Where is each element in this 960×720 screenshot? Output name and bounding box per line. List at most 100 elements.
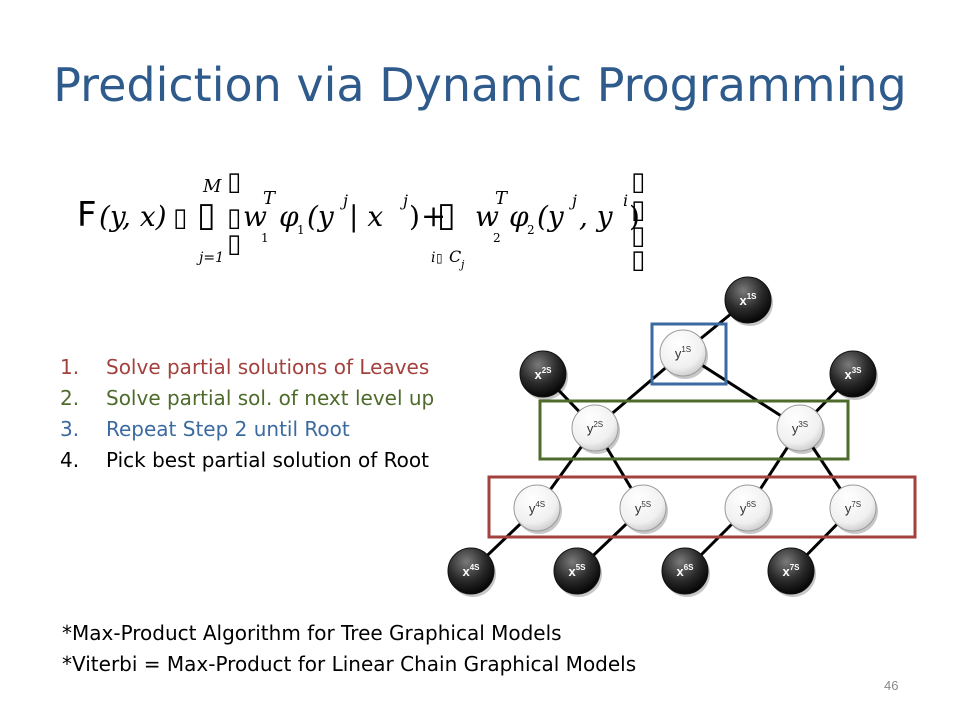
- formula-phi1: φ: [279, 200, 299, 233]
- node-label: y6S: [740, 500, 756, 516]
- formula-w1-sub: 1: [261, 231, 269, 245]
- formula-arg2-close: ): [629, 200, 640, 233]
- formula-arg1-close: ): [409, 200, 420, 233]
- node-circle: [659, 329, 707, 377]
- node-y3: y3S: [776, 404, 825, 454]
- node-x5: x5S: [553, 547, 602, 597]
- slide-title: Prediction via Dynamic Programming: [53, 58, 907, 112]
- formula-w2-sup: T: [495, 188, 509, 209]
- formula-arg2-sup: j: [569, 191, 577, 210]
- nodes-layer: x1S y1S x2S x3S y2S y3S y4S y5S y6S y7S x4S x5S x6S x…: [447, 276, 878, 597]
- node-circle: [829, 350, 877, 398]
- step-item: 2. Solve partial sol. of next level up: [60, 383, 434, 414]
- node-circle: [619, 484, 667, 532]
- formula-glyph-box: ▯: [227, 203, 241, 233]
- node-label: x7S: [782, 563, 800, 579]
- node-circle: [767, 547, 815, 595]
- formula-phi2-sub: 2: [527, 223, 535, 237]
- steps-list: 1. Solve partial solutions of Leaves 2. So…: [60, 352, 434, 476]
- formula-inner-lower-c: C: [449, 247, 461, 266]
- node-circle: [553, 547, 601, 595]
- formula-sum-lower: j=1: [196, 250, 224, 266]
- node-x2: x2S: [519, 350, 568, 400]
- formula-inner-lower-csub: j: [458, 258, 465, 271]
- node-x7: x7S: [767, 547, 816, 597]
- node-label: x4S: [462, 563, 480, 579]
- node-circle: [513, 484, 561, 532]
- node-y7: y7S: [829, 484, 878, 534]
- formula-w2-sub: 2: [493, 231, 501, 245]
- node-y5: y5S: [619, 484, 668, 534]
- step-item: 3. Repeat Step 2 until Root: [60, 414, 434, 445]
- formula-glyph-box: ▯: [631, 221, 645, 251]
- step-text: Repeat Step 2 until Root: [106, 417, 350, 441]
- formula-arg2-sup2: i: [623, 191, 628, 210]
- node-y2: y2S: [571, 404, 620, 454]
- node-label: x2S: [534, 366, 552, 382]
- formula-w2: w: [475, 200, 499, 233]
- formula-glyph-box: ▯: [173, 203, 187, 233]
- node-circle: [571, 404, 619, 452]
- step-number: 2.: [60, 386, 80, 410]
- step-number: 1.: [60, 355, 80, 379]
- formula-phi1-sub: 1: [297, 223, 305, 237]
- node-x1: x1S: [724, 276, 773, 326]
- leaf-box: [487, 475, 917, 539]
- formula-arg1-sup2: j: [400, 191, 408, 210]
- formula-glyph-box: ▯: [227, 229, 241, 259]
- node-label: x1S: [739, 292, 757, 308]
- node-y4: y4S: [513, 484, 562, 534]
- step-number: 4.: [60, 448, 80, 472]
- root-box: [650, 322, 728, 386]
- node-label: x3S: [844, 366, 862, 382]
- node-label: y5S: [635, 500, 651, 516]
- formula-F: F: [77, 195, 97, 235]
- node-circle: [519, 350, 567, 398]
- node-circle: [724, 484, 772, 532]
- step-text: Solve partial solutions of Leaves: [106, 355, 430, 379]
- formula-arg1: (y: [307, 200, 335, 233]
- node-label: y2S: [587, 420, 603, 436]
- note-line: *Viterbi = Max-Product for Linear Chain …: [62, 652, 637, 676]
- formula-glyph-box: ▯: [437, 195, 456, 235]
- node-y1: y1S: [659, 329, 708, 379]
- formula-sum-upper: M: [202, 176, 222, 197]
- step-number: 3.: [60, 417, 80, 441]
- formula-w1: w: [243, 200, 267, 233]
- step-text: Pick best partial solution of Root: [106, 448, 429, 472]
- step-text: Solve partial sol. of next level up: [106, 386, 435, 410]
- formula-inner-lower-i: i: [431, 250, 435, 266]
- step-item: 1. Solve partial solutions of Leaves: [60, 352, 434, 383]
- formula-arg1-mid: | x: [349, 200, 383, 233]
- slide-number: 46: [884, 678, 899, 693]
- formula-glyph-box: ▯: [631, 167, 645, 197]
- formula-glyph-box: ▯: [227, 167, 241, 197]
- formula-arg2-mid: , y: [579, 200, 614, 233]
- formula-phi2: φ: [509, 200, 529, 233]
- node-circle: [724, 276, 772, 324]
- notes: *Max-Product Algorithm for Tree Graphica…: [62, 618, 636, 680]
- node-label: x5S: [568, 563, 586, 579]
- node-circle: [447, 547, 495, 595]
- node-circle: [661, 547, 709, 595]
- boxes-layer: [487, 322, 917, 539]
- node-label: y1S: [675, 345, 691, 361]
- formula-glyph-box: ▯: [436, 251, 443, 265]
- node-y6: y6S: [724, 484, 773, 534]
- node-label: y4S: [529, 500, 545, 516]
- formula-arg1-sup: j: [340, 191, 348, 210]
- node-x6: x6S: [661, 547, 710, 597]
- node-label: x6S: [676, 563, 694, 579]
- node-label: y7S: [845, 500, 861, 516]
- formula-glyph-box: ▯: [631, 245, 645, 275]
- note-line: *Max-Product Algorithm for Tree Graphica…: [62, 621, 562, 645]
- formula-glyph-box: ▯: [631, 195, 645, 225]
- formula-glyph-box: ▯: [197, 195, 216, 235]
- formula-plus: +: [421, 199, 446, 234]
- node-x4: x4S: [447, 547, 496, 597]
- objective-formula: F (y, x) ▯ M ▯ ▯ ▯ ▯ j=1 w T 1 φ 1 (y j …: [77, 167, 645, 275]
- formula-lhs-args: (y, x): [99, 200, 167, 233]
- formula-arg2: (y: [537, 200, 565, 233]
- node-label: y3S: [792, 420, 808, 436]
